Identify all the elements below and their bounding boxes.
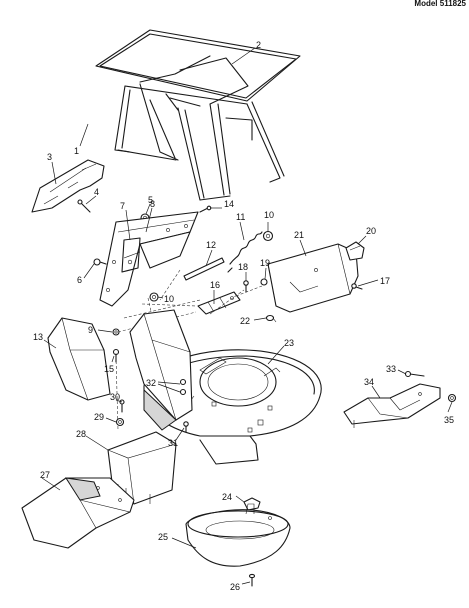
- bolt-32: [179, 378, 187, 396]
- bracket-assembly: [99, 211, 199, 307]
- deflector-34: [343, 383, 441, 428]
- screw-17: [351, 283, 363, 290]
- callout-28: 28: [76, 429, 86, 439]
- callout-8: 8: [150, 199, 155, 209]
- callout-26: 26: [230, 582, 240, 592]
- callout-27: 27: [40, 470, 50, 480]
- callout-4: 4: [94, 187, 99, 197]
- callout-10b: 10: [164, 294, 174, 304]
- callout-17: 17: [380, 276, 390, 286]
- callout-20: 20: [366, 226, 376, 236]
- callout-3: 3: [47, 152, 52, 162]
- callout-12: 12: [206, 240, 216, 250]
- callout-30: 30: [110, 392, 120, 402]
- nut-35: [447, 393, 457, 403]
- grass-bag-frame: [95, 29, 301, 201]
- callout-13: 13: [33, 332, 43, 342]
- callout-35: 35: [444, 415, 454, 425]
- callout-5: 5: [148, 195, 153, 205]
- lower-guard-27: [21, 477, 135, 549]
- rear-flap-21: [267, 243, 359, 313]
- bolt-33: [404, 370, 425, 378]
- callout-18: 18: [238, 262, 248, 272]
- spring-11: [227, 231, 263, 273]
- callout-15: 15: [104, 364, 114, 374]
- washer-10a: [262, 230, 274, 242]
- latch-16: [197, 291, 241, 315]
- callout-6: 6: [77, 275, 82, 285]
- washer-10b: [149, 292, 159, 302]
- callout-21: 21: [294, 230, 304, 240]
- screw-4: [77, 199, 91, 213]
- bolt-15: [112, 348, 120, 363]
- model-label: Model 511825: [414, 0, 466, 8]
- callout-34: 34: [364, 377, 374, 387]
- callout-10a: 10: [264, 210, 274, 220]
- washer-9: [112, 328, 120, 336]
- callout-2: 2: [256, 40, 261, 50]
- rod-12: [183, 257, 225, 281]
- bolt-26: [248, 573, 256, 587]
- nut-29: [115, 417, 125, 427]
- callout-14: 14: [224, 199, 234, 209]
- callout-23: 23: [284, 338, 294, 348]
- leader-lines: [41, 47, 453, 585]
- callout-29: 29: [94, 412, 104, 422]
- callout-31: 31: [168, 438, 178, 448]
- nut-19: [260, 278, 268, 286]
- rear-shield: [129, 309, 193, 431]
- callout-24: 24: [222, 492, 232, 502]
- callout-19: 19: [260, 258, 270, 268]
- callout-33: 33: [386, 364, 396, 374]
- callout-9: 9: [88, 325, 93, 335]
- callout-11: 11: [236, 212, 245, 222]
- screw-31: [183, 421, 189, 433]
- screw-14: [199, 205, 212, 213]
- spacer-22: [265, 314, 277, 323]
- callout-16: 16: [210, 280, 220, 290]
- callout-7: 7: [120, 201, 125, 211]
- bolt-18: [243, 280, 249, 293]
- callout-numbers: 1 2 3 4 5 6 7 8 9 10 10 11 12 13 14 15 1…: [33, 40, 454, 592]
- callout-32: 32: [146, 378, 156, 388]
- bolt-6: [93, 258, 107, 266]
- side-chute-13: [47, 317, 111, 401]
- callout-1: 1: [74, 146, 79, 156]
- knob-20: [345, 241, 365, 261]
- bowl-25: [185, 503, 291, 567]
- callout-22: 22: [240, 316, 250, 326]
- callout-25: 25: [158, 532, 168, 542]
- hinge-plate: [31, 159, 105, 213]
